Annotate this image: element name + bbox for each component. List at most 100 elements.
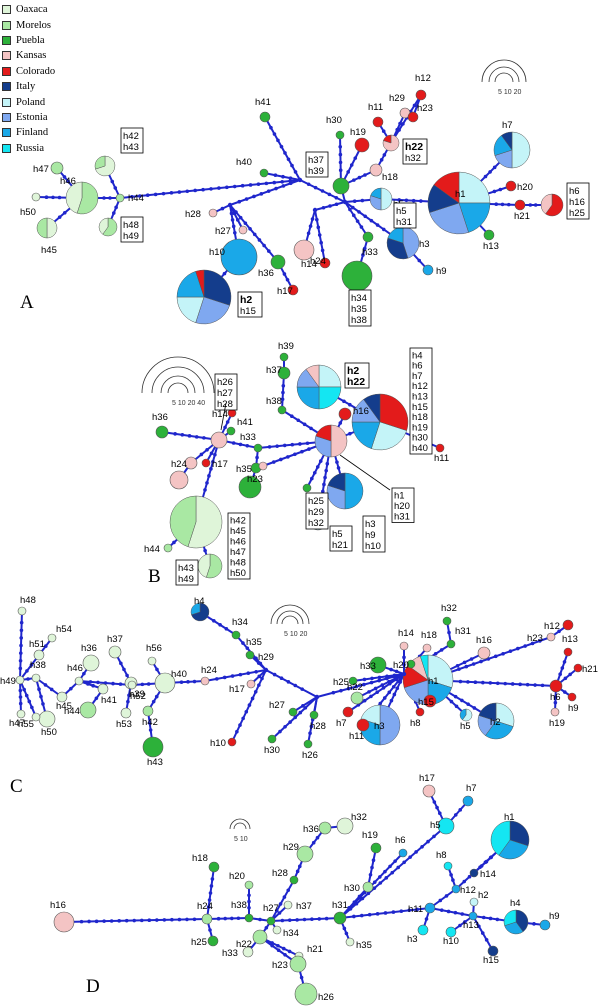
haplotype-label-C-h39: h39: [129, 689, 145, 700]
node-C-h2-italy: [478, 702, 497, 722]
mutation-step: [460, 698, 464, 703]
haplotype-label-D-h27: h27: [263, 903, 279, 914]
label-box-entry: h2: [347, 365, 359, 377]
scale-arc: [160, 375, 196, 394]
node-C-h5-poland: [462, 708, 473, 722]
node-C-h20-puebla: [406, 659, 416, 669]
node-C-h41-oaxaca: [97, 683, 109, 695]
node-C-h51-oaxaca: [33, 649, 45, 661]
node-A-h6-colorado: [545, 193, 564, 217]
node-C-h35-puebla: [245, 650, 255, 660]
mutation-step: [426, 839, 430, 844]
node-C-h5-finland: [459, 708, 467, 721]
mutation-step: [523, 644, 527, 648]
node-C-h25-puebla: [348, 676, 358, 686]
mutation-step: [252, 194, 256, 199]
mutation-step: [246, 671, 251, 675]
mutation-step: [489, 855, 494, 860]
mutation-step: [222, 675, 227, 680]
haplotype-label-A-h13: h13: [483, 241, 499, 252]
mutation-step: [217, 186, 221, 190]
mutation-step: [266, 189, 271, 193]
mutation-step: [248, 227, 252, 231]
node-D-h2-poland: [469, 897, 479, 907]
mutation-step: [259, 192, 264, 196]
mutation-step: [260, 676, 264, 681]
node-C-h36-oaxaca: [82, 654, 100, 672]
mutation-step: [357, 210, 361, 214]
mutation-step: [151, 699, 156, 704]
node-D-h35-oaxaca: [345, 937, 355, 947]
mutation-step: [262, 243, 266, 248]
mutation-step: [389, 698, 394, 703]
mutation-step: [117, 919, 121, 923]
node-C-h27-puebla: [288, 707, 298, 717]
node-D-h11-finland: [424, 902, 436, 914]
node-A-h10-finland: [220, 238, 258, 276]
mutation-step: [282, 895, 287, 899]
mutation-step: [255, 455, 259, 460]
mutation-step: [37, 687, 41, 692]
mutation-step: [223, 425, 227, 430]
mutation-step: [258, 917, 262, 922]
haplotype-label-D-h25: h25: [191, 937, 207, 948]
node-D-h10-russia: [445, 926, 457, 938]
mutation-step: [370, 865, 374, 870]
mutation-step: [247, 893, 251, 898]
mutation-step: [202, 436, 206, 440]
haplotype-label-C-h5: h5: [460, 721, 471, 732]
mutation-step: [288, 720, 292, 724]
mutation-step: [19, 643, 23, 648]
mutation-step: [558, 672, 562, 676]
label-box-entry: h48: [123, 220, 139, 231]
mutation-step: [280, 397, 285, 402]
label-box-entry: h32: [308, 518, 324, 529]
legend-item-italy: Italy: [2, 79, 112, 94]
mutation-step: [463, 920, 467, 924]
mutation-step: [338, 152, 343, 157]
haplotype-label-B-h17: h17: [212, 459, 228, 470]
scale-arc: [481, 59, 527, 83]
mutation-step: [342, 399, 346, 404]
haplotype-label-C-h51: h51: [29, 639, 45, 650]
node-C-h54-oaxaca: [47, 633, 57, 643]
node-C-h34-puebla: [231, 630, 241, 640]
mutation-step: [243, 221, 248, 226]
node-A-h1-poland: [458, 171, 491, 204]
node-D-h29-morelos: [296, 845, 314, 863]
haplotype-label-C-h18: h18: [421, 630, 437, 641]
mutation-step: [230, 218, 235, 222]
scale-arc: [488, 66, 520, 83]
haplotype-label-C-h38: h38: [30, 660, 46, 671]
node-A-h28-kansas: [208, 208, 218, 218]
haplotype-label-C-h40: h40: [171, 669, 187, 680]
scale-arc: [276, 610, 304, 625]
mutation-step: [508, 649, 513, 653]
mutation-step: [557, 629, 561, 634]
mutation-step: [19, 620, 24, 625]
haplotype-label-D-h26: h26: [318, 992, 334, 1003]
haplotype-label-D-h32: h32: [351, 812, 367, 823]
node-A-h1-estonia: [429, 202, 469, 235]
node-B-h23-kansas: [258, 461, 268, 471]
haplotype-label-B-h41: h41: [237, 417, 253, 428]
haplotype-label-D-h16: h16: [50, 900, 66, 911]
mutation-step: [297, 864, 302, 869]
mutation-step: [377, 678, 381, 683]
node-A-h21-colorado: [514, 199, 526, 211]
callout-arrow: [220, 402, 227, 431]
haplotype-label-B-h38: h38: [266, 396, 282, 407]
mutation-step: [248, 183, 253, 187]
mutation-step: [245, 646, 250, 650]
mutation-step: [375, 223, 380, 227]
label-box-B2: [344, 362, 370, 389]
edge-C-h49-h55: [19, 679, 37, 718]
haplotype-nodes: [15, 89, 583, 1006]
mutation-step: [415, 104, 419, 108]
legend-label: Puebla: [16, 34, 45, 46]
node-D-h32-oaxaca: [336, 817, 354, 835]
mutation-step: [27, 699, 32, 704]
haplotype-label-C-h3: h3: [374, 721, 385, 732]
haplotype-label-C-h14: h14: [398, 628, 414, 639]
mutation-step: [401, 122, 405, 126]
